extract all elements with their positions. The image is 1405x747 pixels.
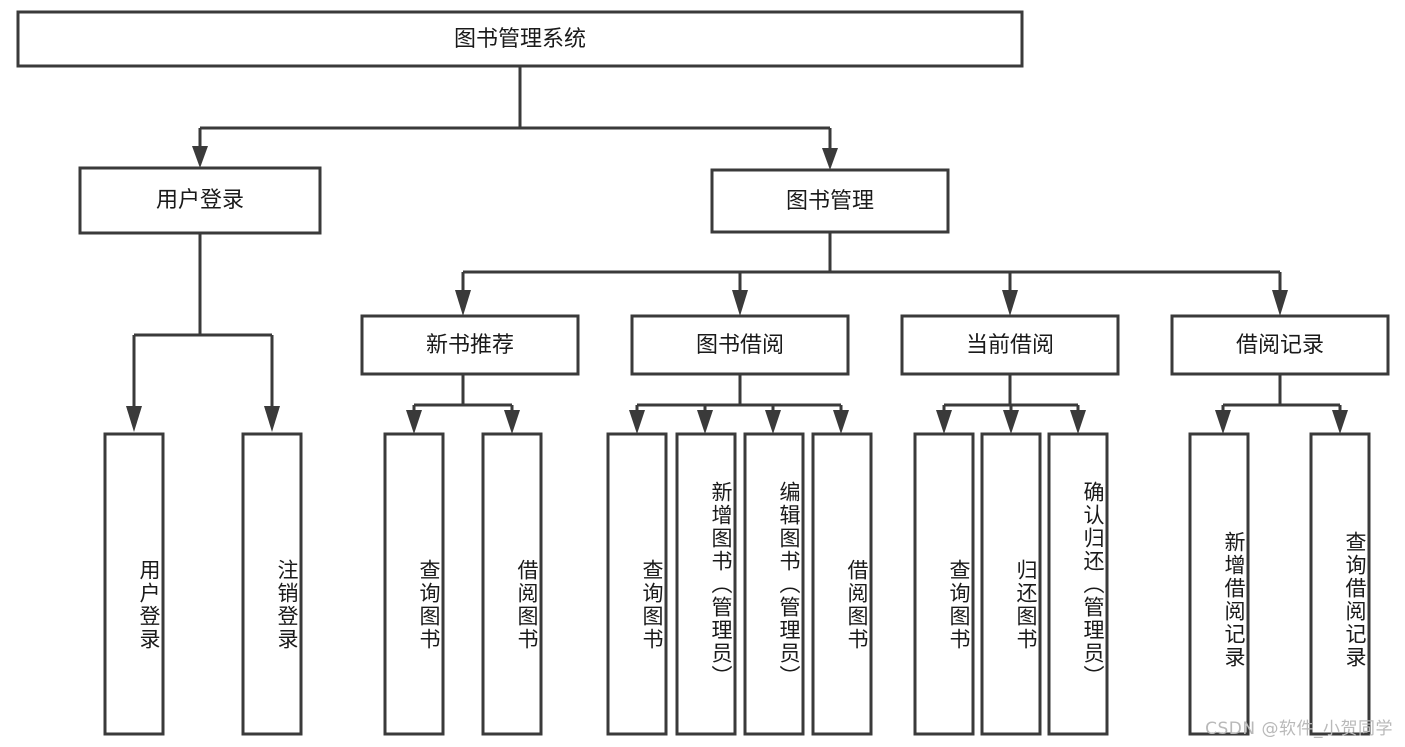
connector-newbook-to-leaves <box>406 374 520 434</box>
leaf-label-query-book: 查询图书 <box>417 559 441 651</box>
node-box-new-book-recommend[interactable] <box>360 314 580 376</box>
node-label-new-book-recommend: 新书推荐 <box>426 333 514 358</box>
node-box-leaf[interactable] <box>743 432 805 736</box>
node-box-book-management[interactable] <box>710 168 950 234</box>
arrow-head-icon <box>833 410 849 434</box>
connector-bookborrow-to-leaves <box>629 374 849 434</box>
arrow-head-icon <box>126 406 142 432</box>
node-box-leaf[interactable] <box>913 432 975 736</box>
connector-userlogin-to-leaves <box>126 233 280 432</box>
arrow-head-icon <box>732 290 748 316</box>
node-box-leaf[interactable] <box>1309 432 1371 736</box>
node-box-leaf[interactable] <box>383 432 445 736</box>
arrow-head-icon <box>629 410 645 434</box>
arrow-head-icon <box>1272 290 1288 316</box>
node-box-leaf[interactable] <box>241 432 303 736</box>
node-box-leaf[interactable] <box>1047 432 1109 736</box>
connector-currentborrow-to-leaves <box>936 374 1086 434</box>
arrow-head-icon <box>264 406 280 432</box>
leaf-label-query-book: 查询图书 <box>947 559 971 651</box>
leaf-label-edit-book-admin: 编辑图书（管理员） <box>777 480 801 688</box>
node-box-root[interactable] <box>16 10 1024 68</box>
node-box-leaf[interactable] <box>481 432 543 736</box>
arrow-head-icon <box>1003 410 1019 434</box>
arrow-head-icon <box>1215 410 1231 434</box>
node-label-borrow-record: 借阅记录 <box>1236 333 1324 358</box>
leaf-label-add-borrow-record: 新增借阅记录 <box>1222 531 1246 669</box>
leaf-label-borrow-book: 借阅图书 <box>515 559 539 651</box>
arrow-head-icon <box>504 410 520 434</box>
node-label-user-login: 用户登录 <box>156 188 244 213</box>
arrow-head-icon <box>192 146 208 168</box>
arrow-head-icon <box>406 410 422 434</box>
node-box-user-login[interactable] <box>78 166 322 235</box>
node-box-leaf[interactable] <box>606 432 668 736</box>
arrow-head-icon <box>822 148 838 170</box>
node-box-book-borrow[interactable] <box>630 314 850 376</box>
connector-root-to-level2 <box>192 67 838 170</box>
node-label-root: 图书管理系统 <box>454 27 586 52</box>
arrow-head-icon <box>765 410 781 434</box>
leaf-label-confirm-return-admin: 确认归还（管理员） <box>1081 480 1105 688</box>
leaf-label-query-borrow-record: 查询借阅记录 <box>1343 531 1367 669</box>
node-box-current-borrow[interactable] <box>900 314 1120 376</box>
leaf-label-logout: 注销登录 <box>275 559 299 651</box>
connector-borrowrecord-to-leaves <box>1215 374 1348 434</box>
arrow-head-icon <box>697 410 713 434</box>
node-box-leaf[interactable] <box>811 432 873 736</box>
leaf-label-add-book-admin: 新增图书（管理员） <box>709 480 733 688</box>
arrow-head-icon <box>1332 410 1348 434</box>
node-box-leaf[interactable] <box>103 432 165 736</box>
arrow-head-icon <box>1002 290 1018 316</box>
node-label-current-borrow: 当前借阅 <box>966 333 1054 358</box>
arrow-head-icon <box>936 410 952 434</box>
leaf-label-query-book: 查询图书 <box>640 559 664 651</box>
node-box-leaf[interactable] <box>675 432 737 736</box>
leaf-label-return-book: 归还图书 <box>1014 559 1038 651</box>
connector-bookmgmt-to-level3 <box>455 232 1288 316</box>
arrow-head-icon <box>1070 410 1086 434</box>
node-label-book-management: 图书管理 <box>786 189 874 214</box>
node-label-book-borrow: 图书借阅 <box>696 333 784 358</box>
watermark: CSDN @软件_小贺同学 <box>1205 719 1393 739</box>
node-box-leaf[interactable] <box>980 432 1042 736</box>
node-box-leaf[interactable] <box>1188 432 1250 736</box>
arrow-head-icon <box>455 290 471 316</box>
leaf-label-user-login: 用户登录 <box>137 559 161 651</box>
leaf-label-borrow-book: 借阅图书 <box>845 559 869 651</box>
node-box-borrow-record[interactable] <box>1170 314 1390 376</box>
